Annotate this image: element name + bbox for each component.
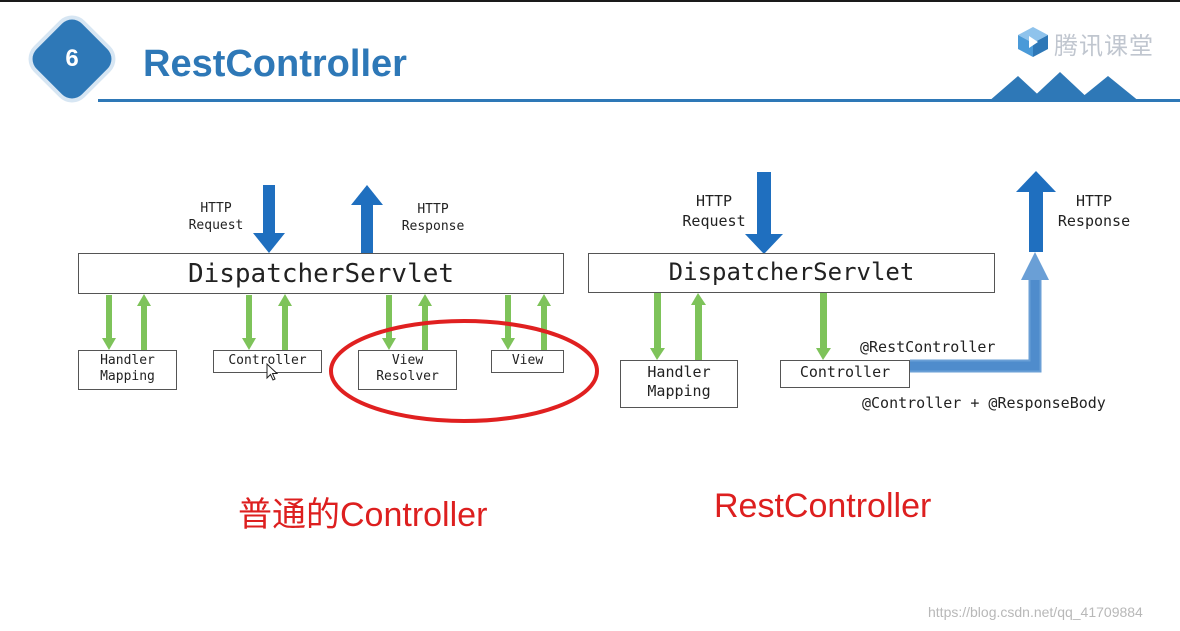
right-controller-box: [780, 360, 910, 388]
right-controller-down-arrow: [816, 293, 831, 360]
right-handler-mapping-label: Handler Mapping: [647, 363, 711, 400]
right-controller-label: Controller: [799, 363, 891, 381]
view-highlight-ellipse: [329, 319, 599, 423]
play-logo-icon: [1018, 27, 1048, 57]
mountains-decoration: [988, 72, 1140, 102]
slide-title: RestController: [143, 43, 407, 85]
left-view-box: [491, 350, 564, 373]
left-view-up-arrow: [537, 294, 551, 350]
left-controller-label: Controller: [228, 353, 307, 368]
right-direct-response-arrow: [910, 252, 1049, 373]
right-handler-up-arrow: [691, 293, 706, 360]
watermark-url: https://blog.csdn.net/qq_41709884: [928, 604, 1143, 620]
right-http-request-label: HTTP Request: [682, 192, 746, 230]
top-rule: [0, 0, 1180, 2]
mouse-cursor-icon: [266, 363, 278, 381]
left-handler-mapping-box: [78, 350, 177, 390]
right-http-response-label: HTTP Response: [1057, 192, 1131, 230]
left-dispatcher-servlet-label: DispatcherServlet: [187, 259, 455, 289]
right-handler-down-arrow: [650, 293, 665, 360]
left-handler-up-arrow: [137, 294, 151, 350]
right-response-arrow: [1016, 171, 1056, 252]
left-controller-down-arrow: [242, 295, 256, 350]
left-response-arrow: [351, 185, 383, 253]
right-dispatcher-servlet-label: DispatcherServlet: [668, 258, 915, 286]
left-caption: 普通的Controller: [238, 496, 488, 534]
right-caption: RestController: [714, 487, 932, 525]
left-request-arrow: [253, 185, 285, 253]
controller-responsebody-annotation: @Controller + @ResponseBody: [862, 394, 1106, 412]
title-underline: [98, 99, 1180, 102]
left-handler-down-arrow: [102, 295, 116, 350]
left-http-response-label: HTTP Response: [401, 202, 465, 234]
right-handler-mapping-box: [620, 360, 738, 408]
rest-controller-annotation: @RestController: [860, 338, 996, 356]
left-http-request-label: HTTP Request: [188, 201, 244, 233]
brand-logo-text: 腾讯课堂: [1054, 33, 1154, 60]
right-request-arrow: [745, 172, 783, 254]
left-handler-mapping-label: Handler Mapping: [100, 353, 155, 385]
left-dispatcher-servlet-box: [78, 253, 564, 294]
left-view-resolver-label: View Resolver: [376, 353, 439, 385]
right-dispatcher-servlet-box: [588, 253, 995, 293]
left-viewresolver-down-arrow: [382, 295, 396, 350]
left-viewresolver-up-arrow: [418, 294, 432, 350]
left-view-resolver-box: [358, 350, 457, 390]
left-controller-up-arrow: [278, 294, 292, 350]
left-view-label: View: [511, 353, 544, 368]
left-view-down-arrow: [501, 295, 515, 350]
slide-number: 6: [65, 45, 79, 72]
